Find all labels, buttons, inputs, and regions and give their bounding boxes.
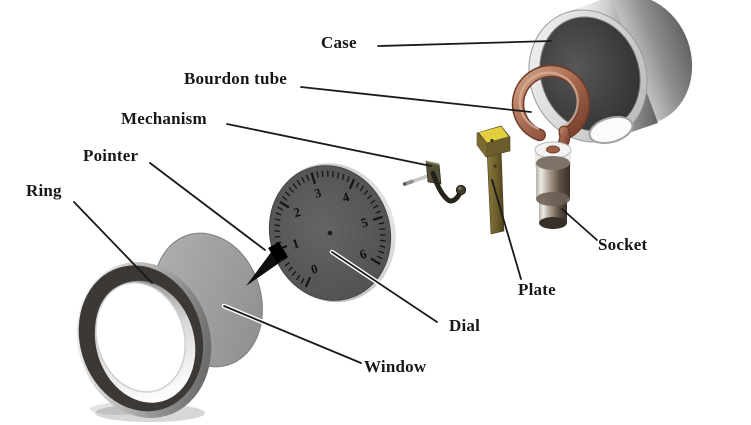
leader-lines	[73, 40, 598, 366]
case-part	[528, 0, 693, 145]
dial-part: 01 23 45 6	[268, 163, 396, 303]
mechanism-part	[402, 160, 467, 204]
label-pointer: Pointer	[83, 146, 139, 165]
label-bourdon-tube: Bourdon tube	[184, 69, 288, 88]
label-socket: Socket	[598, 235, 648, 254]
label-window: Window	[364, 357, 427, 376]
dial-number: 0	[309, 261, 320, 277]
socket-part	[534, 141, 572, 229]
leader-mechanism	[226, 123, 432, 167]
case-mounting-hole	[588, 115, 634, 145]
label-dial: Dial	[449, 316, 481, 335]
ring-part	[76, 262, 212, 422]
dial-number: 4	[340, 189, 351, 205]
leader-ring	[73, 201, 153, 284]
leader-case	[377, 40, 552, 47]
leader-pointer	[149, 162, 266, 251]
leader-window	[223, 305, 362, 364]
label-case: Case	[321, 33, 357, 52]
dial-number: 2	[292, 204, 303, 220]
dial-number: 3	[312, 185, 323, 201]
dial-number: 1	[290, 235, 301, 251]
leader-socket	[561, 208, 598, 241]
label-mechanism: Mechanism	[121, 109, 207, 128]
label-plate: Plate	[518, 280, 556, 299]
label-ring: Ring	[26, 181, 62, 200]
dial-center-pivot	[327, 230, 333, 236]
pointer-part	[246, 242, 288, 286]
dial-number: 6	[358, 246, 369, 262]
leader-plate	[491, 179, 522, 280]
plate-part	[476, 125, 511, 235]
leader-dial	[331, 251, 438, 323]
leader-bourdon-tube	[300, 86, 532, 113]
dial-scale-numbers: 01 23 45 6	[290, 185, 370, 277]
dial-number: 5	[359, 214, 370, 230]
dial-tick-marks	[274, 170, 386, 288]
